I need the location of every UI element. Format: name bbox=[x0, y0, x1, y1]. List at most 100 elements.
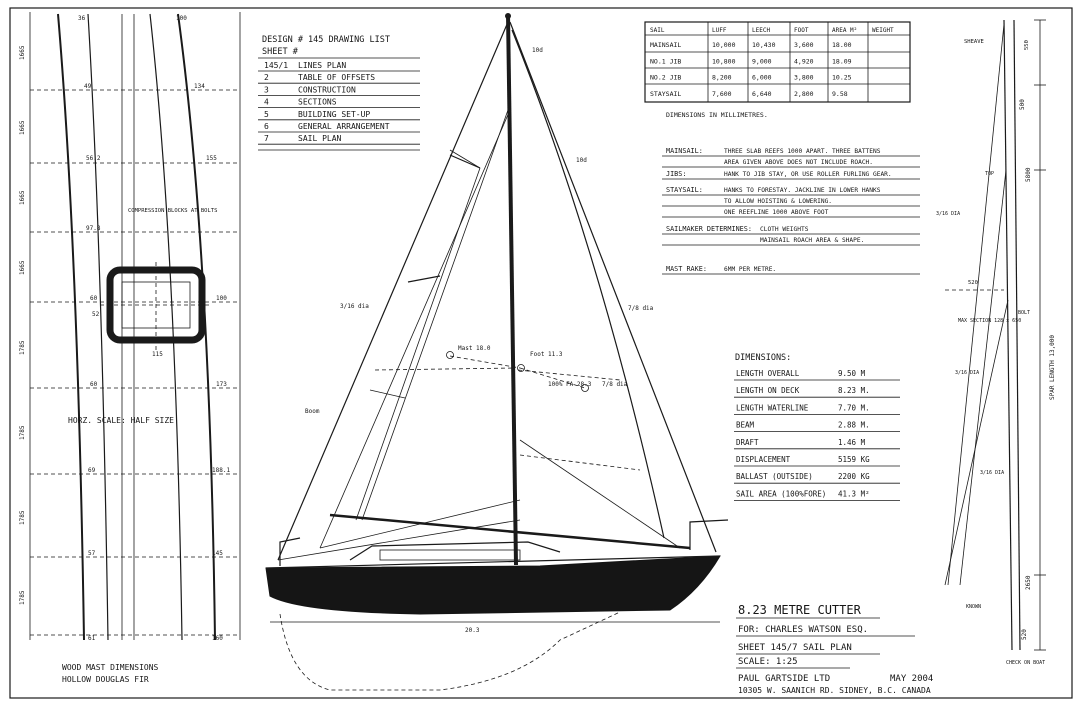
hull-dimension-label: 20.3 bbox=[465, 627, 480, 634]
sail-area-label: 100% FA 28.3 bbox=[548, 381, 592, 388]
sail-notes: MAINSAIL:THREE SLAB REEFS 1000 APART. TH… bbox=[662, 147, 920, 275]
sail-table-cell: 3,600 bbox=[794, 41, 814, 49]
drawing-list-title: CONSTRUCTION bbox=[298, 85, 356, 94]
dimension-value: 2.88 M. bbox=[838, 421, 870, 430]
compression-block-note: COMPRESSION BLOCKS AT BOLTS bbox=[128, 208, 217, 214]
mast-footer-line-2: HOLLOW DOUGLAS FIR bbox=[62, 675, 149, 684]
mast-station-label: 1665 bbox=[19, 120, 26, 135]
sail-table-header: LEECH bbox=[752, 27, 770, 34]
sail-table-cell: 6,000 bbox=[752, 74, 772, 82]
drawing-list-heading: DESIGN # 145 DRAWING LIST bbox=[262, 35, 390, 45]
mast-width-label: 134 bbox=[194, 83, 205, 90]
hull bbox=[265, 555, 721, 615]
title-block: 8.23 METRE CUTTER FOR: CHARLES WATSON ES… bbox=[736, 603, 933, 695]
main-halyard-label: 10d bbox=[532, 47, 543, 54]
drawing-list-title: BUILDING SET-UP bbox=[298, 110, 370, 119]
upper-shroud-label: 3/16 dia bbox=[340, 303, 369, 310]
sail-plan-elevation: 10d 10d 3/16 dia 7/8 dia Mast 18.0 Foot … bbox=[265, 13, 729, 691]
dimension-value: 41.3 M² bbox=[838, 489, 870, 498]
drawing-list: DESIGN # 145 DRAWING LIST SHEET # 145/1 L… bbox=[258, 35, 420, 151]
sail-table-cell: 6,640 bbox=[752, 90, 772, 98]
dimension-value: 1.46 M bbox=[838, 438, 866, 447]
sail-table-cell: 9.58 bbox=[832, 90, 848, 98]
drawing-list-title: GENERAL ARRANGEMENT bbox=[298, 122, 390, 131]
note-label: SAILMAKER DETERMINES: bbox=[666, 225, 752, 233]
title-block-scale: SCALE: 1:25 bbox=[738, 657, 798, 667]
backstay-wire-label: 7/8 dia bbox=[628, 305, 654, 312]
spar-top-label: SHEAVE bbox=[964, 39, 984, 45]
spar-note: 3/16 DIA bbox=[980, 470, 1004, 476]
drawing-list-no: 4 bbox=[264, 98, 269, 107]
note-label: MAINSAIL: bbox=[666, 147, 703, 155]
section-dim: 52 bbox=[92, 311, 100, 318]
mast bbox=[506, 13, 518, 566]
spar-elevation: SHEAVE 550 500 5800 SPAR LENGTH 13,000 2… bbox=[936, 19, 1056, 666]
drawing-list-sheet-label: SHEET # bbox=[262, 47, 299, 57]
note-line: HANKS TO FORESTAY. JACKLINE IN LOWER HAN… bbox=[724, 187, 881, 194]
mast-width-label: 100 bbox=[216, 295, 227, 302]
mast-width-label: 56.2 bbox=[86, 155, 101, 162]
drawing-list-no: 145/1 bbox=[264, 61, 288, 70]
note-line: CLOTH WEIGHTS bbox=[760, 226, 809, 233]
spar-note: CHECK ON BOAT bbox=[1006, 660, 1045, 666]
drawing-list-no: 2 bbox=[264, 73, 269, 82]
sail-table-cell: MAINSAIL bbox=[650, 41, 681, 49]
mast-detail: 36 100 49 134 56.2 155 97.8 60 100 60 17… bbox=[19, 12, 241, 684]
sail-table-cell: 10.25 bbox=[832, 74, 852, 82]
mast-station-label: 1785 bbox=[19, 425, 26, 440]
mast-width-label: 61 bbox=[88, 635, 96, 642]
boom bbox=[329, 513, 691, 550]
note-label: STAYSAIL: bbox=[666, 186, 703, 194]
sail-table-cell: 18.00 bbox=[832, 41, 852, 49]
mast-width-label: 97.8 bbox=[86, 225, 101, 232]
mast-station-label: 1785 bbox=[19, 340, 26, 355]
spar-spreader-width: 520 bbox=[968, 280, 978, 286]
sail-table-header: WEIGHT bbox=[872, 27, 894, 34]
backstay bbox=[509, 21, 717, 553]
spar-note: MAX SECTION 128 x 650 bbox=[958, 318, 1021, 324]
title-block-date: MAY 2004 bbox=[890, 674, 933, 684]
boom-label: Boom bbox=[305, 408, 320, 415]
spar-top-label: 550 bbox=[1024, 40, 1030, 50]
sheet-border bbox=[9, 7, 1073, 699]
drawing-list-title: TABLE OF OFFSETS bbox=[298, 73, 375, 82]
dimension-label: BALLAST (OUTSIDE) bbox=[736, 472, 813, 481]
spreader-lower-label: Mast 18.0 bbox=[458, 345, 491, 352]
spar-dim-label: 500 bbox=[1019, 99, 1026, 110]
spar-dim-label: 2650 bbox=[1025, 575, 1032, 590]
mast-width-label: 49 bbox=[84, 83, 92, 90]
drawing-list-title: LINES PLAN bbox=[298, 61, 346, 70]
spar-dim-label: 520 bbox=[1021, 629, 1028, 640]
spar-overall-label: SPAR LENGTH 13,000 bbox=[1049, 335, 1056, 400]
mast-station-label: 1785 bbox=[19, 510, 26, 525]
dimension-label: DISPLACEMENT bbox=[736, 455, 791, 464]
section-dim: 115 bbox=[152, 351, 163, 358]
sail-table-cell: 18.09 bbox=[832, 57, 852, 65]
sail-table-header: SAIL bbox=[650, 27, 665, 34]
headstay bbox=[277, 21, 509, 561]
dimension-value: 7.70 M. bbox=[838, 403, 870, 412]
forestay-label: 7/8 dia bbox=[602, 381, 628, 388]
title-block-firm: PAUL GARTSIDE LTD bbox=[738, 674, 830, 684]
drawing-list-no: 5 bbox=[264, 110, 269, 119]
dimension-value: 2200 KG bbox=[838, 472, 870, 481]
dimension-value: 9.50 M bbox=[838, 369, 866, 378]
dimension-value: 8.23 M. bbox=[838, 386, 870, 395]
mast-width-label: 69 bbox=[88, 467, 96, 474]
spar-note: KNOWN bbox=[966, 604, 981, 610]
note-label: MAST RAKE: bbox=[666, 265, 707, 273]
note-line: MAINSAIL ROACH AREA & SHAPE. bbox=[760, 237, 864, 244]
mainsail-leech bbox=[511, 29, 665, 539]
note-line: AREA GIVEN ABOVE DOES NOT INCLUDE ROACH. bbox=[724, 159, 873, 166]
mast-width-label: 188.1 bbox=[212, 467, 230, 474]
sail-table-units-note: DIMENSIONS IN MILLIMETRES. bbox=[666, 111, 768, 119]
note-label: JIBS: bbox=[666, 170, 686, 178]
keel bbox=[279, 611, 621, 691]
drawing-list-no: 7 bbox=[264, 134, 269, 143]
mast-station-label: 1665 bbox=[19, 45, 26, 60]
mast-width-label: 57 bbox=[88, 550, 96, 557]
spar-note: 3/16 DIA bbox=[936, 211, 960, 217]
spar-note: TOP bbox=[985, 171, 994, 177]
